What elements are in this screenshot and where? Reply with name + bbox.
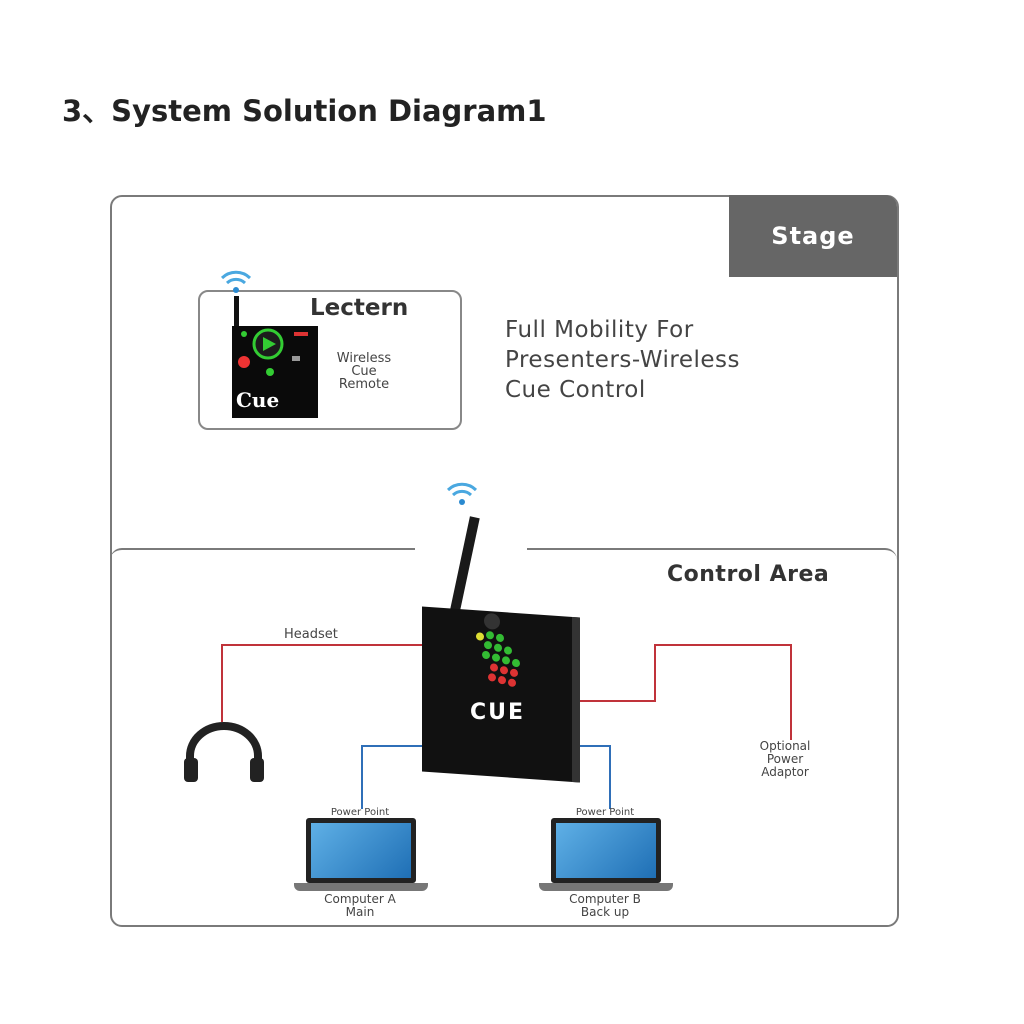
label-line: Adaptor [761, 765, 809, 779]
computer-b-app: Power Point [575, 807, 635, 818]
caption-line: Presenters-Wireless [505, 347, 740, 373]
remote-label: Wireless Cue Remote [328, 352, 400, 391]
caption-line: Cue Control [505, 377, 646, 403]
remote-buttons-icon [238, 328, 308, 376]
page-title: 3、System Solution Diagram1 [62, 94, 547, 128]
zone-divider [527, 548, 897, 562]
power-wire [560, 700, 656, 702]
label-line: Back up [580, 905, 630, 919]
laptop-b-base [539, 883, 673, 891]
wifi-icon [446, 482, 478, 505]
laptop-b-icon [551, 818, 661, 883]
stage-label: Stage [729, 195, 897, 277]
label-line: Computer A [324, 892, 396, 906]
remote-label-line: Wireless [336, 351, 392, 366]
receiver-label: CUE [470, 700, 526, 725]
headset-wire [222, 644, 432, 646]
laptop-a-icon [306, 818, 416, 883]
usb-wire-b [555, 745, 611, 747]
remote-label-line: Remote [338, 377, 390, 392]
computer-a-app: Power Point [330, 807, 390, 818]
remote-brand: Cue [236, 388, 280, 412]
lectern-box [198, 290, 462, 430]
label-line: Optional [759, 739, 811, 753]
power-wire [790, 644, 792, 740]
remote-label-line: Cue [351, 364, 377, 379]
control-area-label: Control Area [667, 562, 830, 587]
laptop-a-base [294, 883, 428, 891]
usb-wire-a [362, 745, 424, 747]
mobility-caption: Full Mobility For Presenters-Wireless Cu… [505, 315, 740, 405]
headset-wire [221, 644, 223, 722]
power-adaptor-label: Optional Power Adaptor [745, 740, 825, 779]
remote-antenna [234, 296, 239, 328]
cue-receiver [422, 606, 580, 783]
wifi-icon [220, 270, 252, 293]
label-line: Computer B [569, 892, 641, 906]
zone-divider [110, 548, 415, 562]
usb-wire-a [361, 745, 363, 809]
power-wire [654, 644, 656, 702]
power-wire [654, 644, 792, 646]
headphones-icon [184, 722, 264, 782]
usb-wire-b [609, 745, 611, 809]
wireless-cue-remote [232, 326, 318, 418]
computer-b-label: Computer B Back up [550, 893, 660, 919]
lectern-title: Lectern [310, 295, 409, 321]
caption-line: Full Mobility For [505, 317, 694, 343]
computer-a-label: Computer A Main [305, 893, 415, 919]
label-line: Power [766, 752, 804, 766]
led-matrix-icon [476, 613, 520, 687]
label-line: Main [345, 905, 375, 919]
headset-label: Headset [284, 627, 338, 642]
